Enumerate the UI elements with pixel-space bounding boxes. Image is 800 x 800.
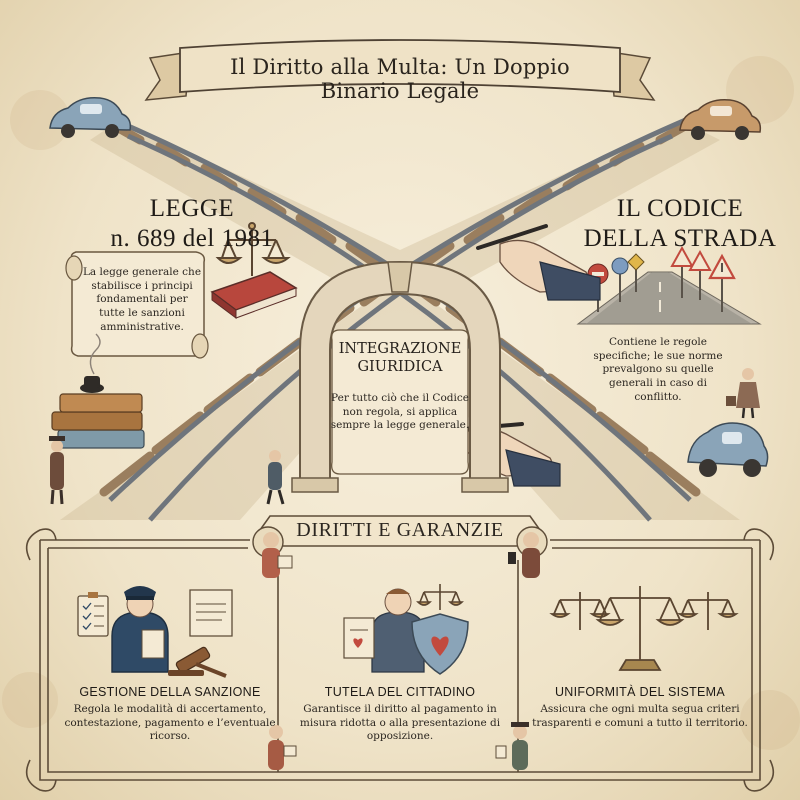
right-title-line2: DELLA STRADA <box>583 225 777 252</box>
citizen-with-document-icon <box>343 588 425 673</box>
scales-small-icon <box>416 584 464 610</box>
center-description: Per tutto ciò che il Codice non regola, … <box>330 392 470 432</box>
vintage-car-right-icon <box>687 422 769 477</box>
road-with-traffic-signs-icon <box>576 245 762 325</box>
center-title: INTEGRAZIONE GIURIDICA <box>338 341 462 376</box>
title-ribbon <box>144 39 656 101</box>
track-ground <box>60 120 740 520</box>
three-scales-icon <box>549 586 739 671</box>
traffic-officer-icon <box>111 586 169 673</box>
right-title-line1: IL CODICE <box>616 195 744 222</box>
left-title-line2: n. 689 del 1981 <box>110 225 274 252</box>
column-heading-uniformity: UNIFORMITÀ DEL SISTEMA <box>554 685 726 699</box>
left-title-line1: LEGGE <box>149 195 235 222</box>
column-heading-citizen: TUTELA DEL CITTADINO <box>324 685 476 699</box>
checklist-clipboard-icon <box>77 592 109 637</box>
man-with-phone-figure-icon <box>508 532 540 578</box>
hand-with-pen-icon <box>476 224 601 301</box>
man-with-hat-bottom-figure-icon <box>495 722 529 770</box>
document-scroll-icon <box>189 589 233 637</box>
vintage-car-top-left-icon <box>49 96 132 138</box>
stacked-books-inkwell-icon <box>51 333 145 449</box>
column-text-citizen: Garantisce il diritto al pagamento in mi… <box>299 703 501 743</box>
woman-reading-figure-icon <box>262 532 293 578</box>
column-text-uniformity: Assicura che ogni multa segua criteri tr… <box>532 703 748 729</box>
scales-of-justice-icon <box>215 222 291 276</box>
woman-bottom-figure-icon <box>268 725 297 770</box>
vintage-car-top-right-icon <box>679 98 762 140</box>
bottom-ornate-frame <box>25 528 775 792</box>
column-heading-sanction: GESTIONE DELLA SANZIONE <box>79 685 261 699</box>
man-with-hat-figure-icon <box>49 436 65 505</box>
column-text-sanction: Regola le modalità di accertamento, cont… <box>64 703 276 743</box>
walking-man-figure-icon <box>266 450 285 505</box>
page-title: Il Diritto alla Multa: Un Doppio Binario… <box>230 55 570 103</box>
rights-title: DIRITTI E GARANZIE <box>296 519 504 541</box>
right-description: Contiene le regole specifiche; le sue no… <box>593 336 723 403</box>
woman-with-bag-figure-icon <box>726 368 760 419</box>
red-law-book-icon <box>210 271 298 319</box>
left-scroll <box>65 251 209 359</box>
left-description: La legge generale che stabilisce i princ… <box>82 266 202 333</box>
gavel-icon <box>168 646 227 678</box>
shield-heart-icon <box>411 613 469 675</box>
paper-texture <box>2 56 800 750</box>
stone-arch <box>291 260 509 493</box>
